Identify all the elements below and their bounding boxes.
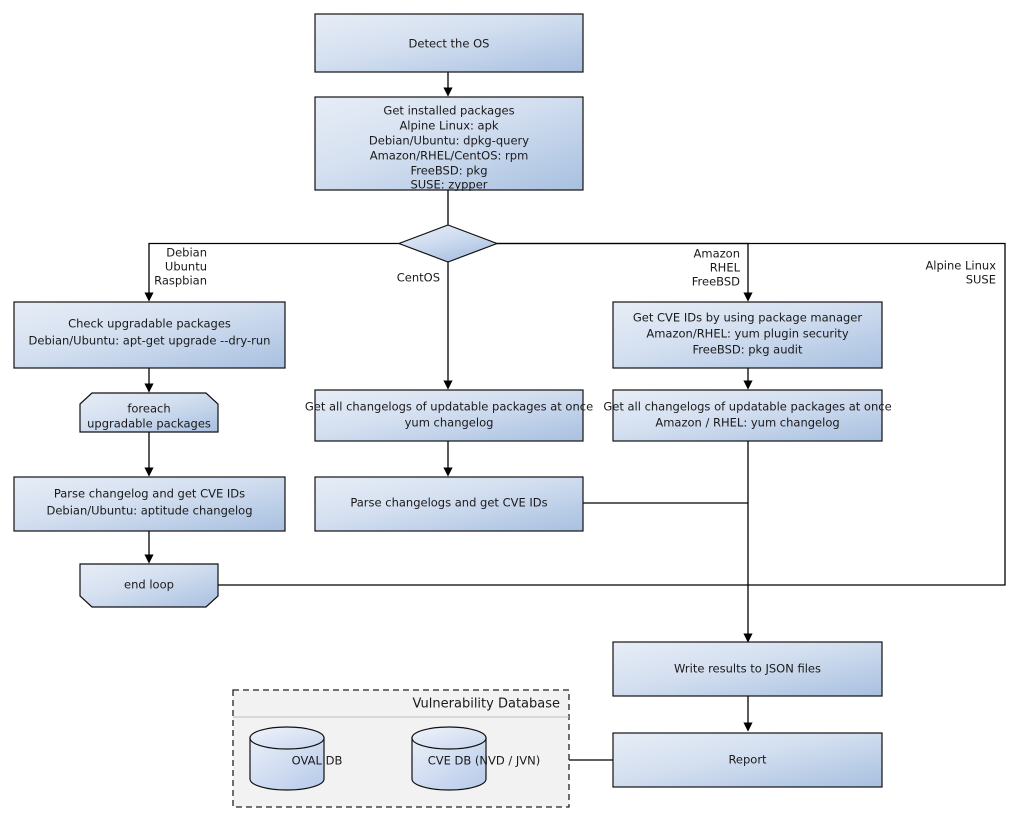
node-check-upgradable[interactable]: Check upgradable packages Debian/Ubuntu:… (13, 301, 286, 369)
parse-changelogs-centos-label: Parse changelogs and get CVE IDs (350, 496, 547, 510)
edge-label-debian-line-1: Ubuntu (165, 260, 207, 274)
database-cve[interactable]: CVE DB (NVD / JVN) (411, 726, 541, 791)
edge-label-alpine-line-1: SUSE (966, 273, 996, 287)
cve-db-cylinder-body[interactable] (411, 737, 487, 791)
write-results-label: Write results to JSON files (674, 662, 821, 676)
get-installed-packages-line-2: Debian/Ubuntu: dpkg-query (369, 134, 529, 148)
end-loop-label: end loop (124, 578, 174, 592)
node-changelogs-centos[interactable]: Get all changelogs of updatable packages… (305, 389, 593, 442)
node-foreach-loop[interactable]: foreach upgradable packages (79, 392, 219, 433)
changelogs-amazon-box[interactable] (612, 389, 883, 442)
edge-decision-to-debian (144, 242, 400, 302)
edge-label-amazon-line-0: Amazon (694, 247, 740, 261)
database-oval[interactable]: OVAL DB (249, 726, 343, 791)
node-write-results[interactable]: Write results to JSON files (612, 641, 883, 697)
edge-label-debian-line-0: Debian (166, 246, 207, 260)
check-upgradable-line-1: Debian/Ubuntu: apt-get upgrade --dry-run (29, 334, 271, 348)
edge-label-amazon-line-2: FreeBSD (692, 275, 740, 289)
get-installed-packages-line-3: Amazon/RHEL/CentOS: rpm (370, 149, 529, 163)
get-installed-packages-line-0: Get installed packages (383, 104, 514, 118)
get-cve-ids-line-0: Get CVE IDs by using package manager (633, 311, 863, 325)
edge-label-alpine: Alpine Linux SUSE (925, 259, 996, 287)
node-parse-changelog-debian[interactable]: Parse changelog and get CVE IDs Debian/U… (13, 476, 286, 532)
node-changelogs-amazon[interactable]: Get all changelogs of updatable packages… (603, 389, 892, 442)
oval-db-cylinder-body[interactable] (249, 737, 325, 791)
check-upgradable-line-0: Check upgradable packages (68, 317, 231, 331)
get-installed-packages-line-1: Alpine Linux: apk (399, 119, 498, 133)
node-os-decision[interactable] (397, 224, 499, 263)
edge-label-amazon-line-1: RHEL (710, 261, 741, 275)
edge-label-amazon: Amazon RHEL FreeBSD (692, 247, 741, 289)
oval-db-cylinder-top (249, 726, 325, 750)
node-detect-os[interactable]: Detect the OS (314, 13, 584, 73)
get-installed-packages-box[interactable] (314, 96, 584, 191)
report-label: Report (728, 753, 767, 767)
edge-label-centos: CentOS (397, 271, 440, 285)
write-results-box[interactable] (612, 641, 883, 697)
node-parse-changelogs-centos[interactable]: Parse changelogs and get CVE IDs (314, 476, 584, 532)
detect-os-label: Detect the OS (409, 37, 490, 51)
foreach-loop-shape[interactable] (79, 392, 219, 433)
foreach-loop-line-0: foreach (127, 402, 170, 416)
parse-changelog-debian-line-1: Debian/Ubuntu: aptitude changelog (47, 504, 253, 518)
parse-changelogs-centos-box[interactable] (314, 476, 584, 532)
cve-db-label: CVE DB (NVD / JVN) (428, 754, 541, 768)
changelogs-centos-box[interactable] (314, 389, 584, 442)
node-report[interactable]: Report (612, 732, 883, 788)
os-decision-diamond[interactable] (397, 224, 499, 263)
get-cve-ids-line-2: FreeBSD: pkg audit (692, 343, 803, 357)
node-get-installed-packages[interactable]: Get installed packages Alpine Linux: apk… (314, 96, 584, 192)
edge-label-debian-line-2: Raspbian (154, 274, 207, 288)
detect-os-box[interactable] (314, 13, 584, 73)
parse-changelog-debian-box[interactable] (13, 476, 286, 532)
cve-db-cylinder-top (411, 726, 487, 750)
parse-changelog-debian-line-0: Parse changelog and get CVE IDs (54, 487, 245, 501)
changelogs-centos-line-1: yum changelog (405, 416, 494, 430)
edge-decision-to-alpine (496, 242, 1006, 586)
end-loop-shape[interactable] (79, 563, 219, 608)
node-end-loop[interactable]: end loop (79, 563, 219, 608)
edge-label-alpine-line-0: Alpine Linux (925, 259, 996, 273)
report-box[interactable] (612, 732, 883, 788)
get-cve-ids-line-1: Amazon/RHEL: yum plugin security (646, 327, 848, 341)
group-vulnerability-database: Vulnerability Database OVAL DB CVE DB (N… (232, 689, 570, 808)
changelogs-amazon-line-0: Get all changelogs of updatable packages… (603, 400, 891, 414)
edge-label-debian: Debian Ubuntu Raspbian (154, 246, 207, 288)
vulnerability-database-title: Vulnerability Database (413, 697, 560, 712)
get-installed-packages-line-4: FreeBSD: pkg (410, 164, 487, 178)
node-get-cve-ids-pkg-manager[interactable]: Get CVE IDs by using package manager Ama… (612, 301, 883, 369)
get-cve-ids-pkg-manager-box[interactable] (612, 301, 883, 369)
changelogs-amazon-line-1: Amazon / RHEL: yum changelog (655, 416, 839, 430)
changelogs-centos-line-0: Get all changelogs of updatable packages… (305, 400, 593, 414)
connectors (144, 72, 1006, 761)
oval-db-label: OVAL DB (292, 754, 343, 768)
foreach-loop-line-1: upgradable packages (87, 417, 211, 431)
get-installed-packages-line-5: SUSE: zypper (410, 178, 487, 192)
edge-label-centos-line-0: CentOS (397, 271, 440, 285)
check-upgradable-box[interactable] (13, 301, 286, 369)
